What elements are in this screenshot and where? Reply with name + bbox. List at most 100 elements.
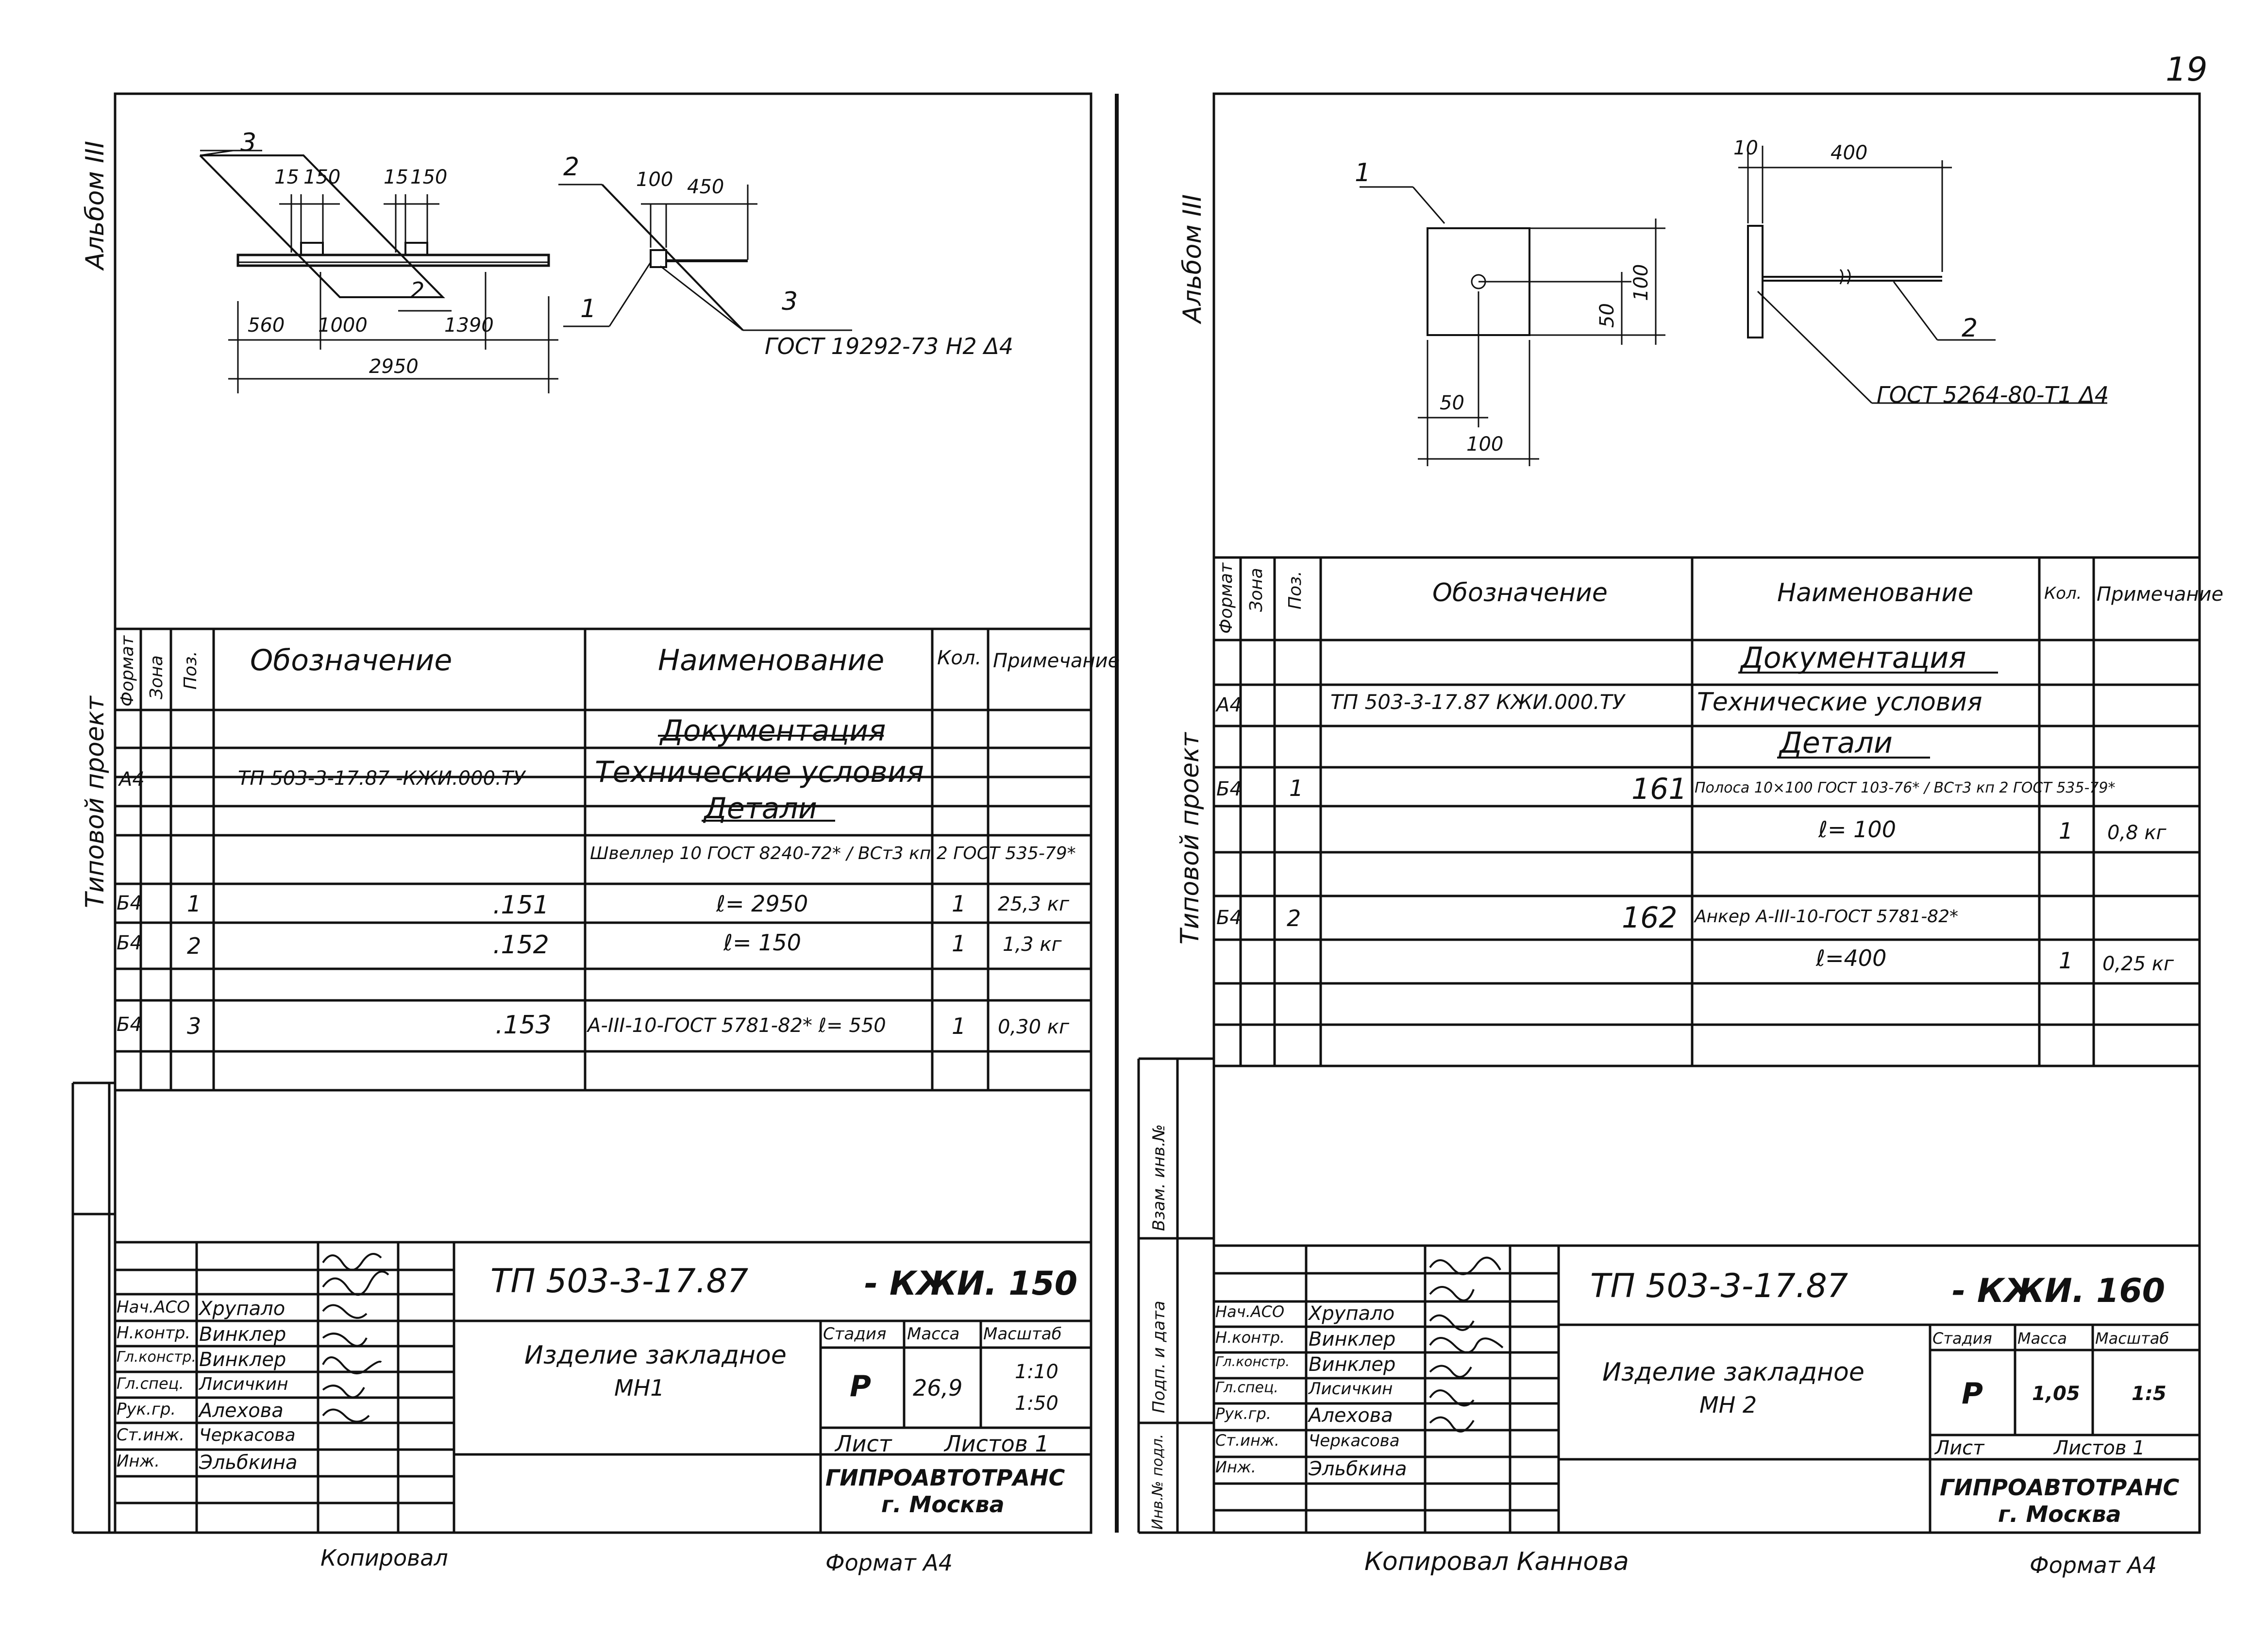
cell-note: 1,3 кг	[1003, 933, 1062, 956]
signer: Винклер	[1309, 1328, 1396, 1351]
signer: Лисичкин	[1309, 1379, 1393, 1399]
col-header-format: Формат	[1216, 562, 1236, 634]
pos-label: 2	[410, 277, 425, 304]
project-label: Типовой проект	[1176, 732, 1205, 945]
cell-pos: 1	[187, 891, 202, 917]
section-heading: Детали	[1780, 726, 1893, 760]
cell-pos: 3	[187, 1013, 202, 1039]
col-header-name: Наименование	[658, 643, 885, 677]
signer: Хрупало	[1309, 1302, 1395, 1325]
section-heading: Документация	[1741, 641, 1966, 675]
dim-label: 400	[1831, 142, 1868, 164]
col-header-zone: Зона	[1246, 568, 1266, 612]
organization: ГИПРОАВТОТРАНС	[1940, 1474, 2180, 1501]
mass-label: Масса	[907, 1324, 960, 1344]
role: Гл.констр.	[117, 1349, 197, 1366]
scale-label: Масштаб	[2095, 1329, 2169, 1348]
doc-title: Изделие закладное	[1602, 1358, 1865, 1387]
cell-note: 0,25 кг	[2102, 953, 2174, 975]
cell-note: 0,30 кг	[998, 1016, 1069, 1038]
col-header-pos: Поз.	[181, 651, 201, 690]
section-heading: Детали	[704, 792, 817, 826]
col-header-name: Наименование	[1777, 578, 1974, 608]
role: Нач.АСО	[117, 1298, 190, 1317]
role: Гл.спец.	[117, 1374, 184, 1393]
cell-name: Технические условия	[1697, 688, 1982, 717]
scale-label: Масштаб	[983, 1324, 1062, 1344]
pos-label: 1	[1355, 158, 1371, 187]
project-label: Типовой проект	[81, 696, 110, 908]
cell-name: А-III-10-ГОСТ 5781-82* ℓ= 550	[588, 1014, 886, 1037]
cell-name: ℓ=400	[1816, 945, 1887, 971]
dim-label: 100	[1630, 264, 1652, 301]
section-heading: Документация	[660, 714, 886, 748]
cell-pos: 2	[187, 933, 202, 959]
cell-designation: .153	[495, 1011, 552, 1040]
doc-title: Изделие закладное	[524, 1341, 787, 1370]
signer: Хрупало	[199, 1298, 286, 1320]
signer: Алехова	[199, 1400, 284, 1422]
pos-label: 3	[240, 128, 257, 157]
cell-qty: 1	[2059, 818, 2073, 844]
cell-format: А4	[1216, 694, 1242, 716]
cell-name: ℓ= 100	[1818, 816, 1896, 843]
role: Рук.гр.	[1215, 1404, 1272, 1423]
footer-copied: Копировал	[320, 1545, 448, 1571]
cell-format: Б4	[117, 892, 142, 914]
cell-name: Анкер А-III-10-ГОСТ 5781-82*	[1695, 907, 1958, 927]
stage-label: Стадия	[823, 1324, 887, 1344]
dim-label: 15	[384, 166, 408, 188]
dim-label: 100	[636, 169, 673, 191]
col-header-pos: Поз.	[1285, 571, 1305, 609]
col-header-qty: Кол.	[2044, 584, 2082, 603]
cell-format: Б4	[1216, 778, 1242, 800]
dim-label: 150	[303, 166, 341, 188]
role: Н.контр.	[1215, 1328, 1285, 1347]
album-label: Альбом III	[1178, 194, 1207, 323]
mass-value: 26,9	[913, 1375, 963, 1401]
cell-designation: ТП 503-3-17.87 КЖИ.000.ТУ	[1330, 690, 1625, 714]
col-header-note: Примечание	[993, 650, 1120, 672]
cell-name: Полоса 10×100 ГОСТ 103-76* / ВСт3 кп 2 Г…	[1695, 779, 2116, 796]
doc-subtitle: МН 2	[1699, 1392, 1757, 1418]
cell-note: 0,8 кг	[2107, 822, 2167, 844]
cell-qty: 1	[952, 1013, 966, 1039]
signer: Винклер	[199, 1323, 286, 1346]
cell-pos: 1	[1289, 775, 1304, 801]
role: Н.контр.	[117, 1323, 191, 1343]
signer: Черкасова	[199, 1425, 296, 1445]
stage-value: Р	[850, 1369, 871, 1403]
role: Гл.спец.	[1215, 1379, 1278, 1396]
sheet-label: Лист	[835, 1431, 892, 1457]
cell-format: Б4	[117, 1013, 142, 1036]
page-number: 19	[2166, 51, 2208, 89]
mass-label: Масса	[2017, 1329, 2067, 1348]
doc-code: ТП 503-3-17.87	[490, 1262, 749, 1300]
organization-city: г. Москва	[881, 1491, 1005, 1518]
signer: Черкасова	[1309, 1431, 1400, 1451]
dim-label: 100	[1466, 433, 1504, 456]
col-header-format: Формат	[118, 635, 137, 707]
side-label: Инв.№ подл.	[1149, 1434, 1166, 1530]
footer-format: Формат А4	[2030, 1552, 2157, 1578]
doc-mark: - КЖИ. 150	[864, 1265, 1078, 1303]
role: Нач.АСО	[1215, 1302, 1285, 1321]
pos-label: 3	[782, 287, 798, 316]
cell-qty: 1	[952, 891, 966, 917]
dim-label: 150	[410, 166, 448, 188]
cell-name: ℓ= 2950	[716, 891, 808, 917]
col-header-designation: Обозначение	[250, 643, 453, 677]
dim-label: 1000	[318, 314, 368, 337]
pos-label: 2	[1962, 314, 1978, 343]
role: Гл.констр.	[1215, 1353, 1290, 1369]
cell-designation: .151	[493, 891, 549, 920]
col-header-qty: Кол.	[937, 647, 982, 669]
side-label: Взам. инв.№	[1149, 1124, 1169, 1231]
cell-format: А4	[119, 768, 145, 791]
doc-code: ТП 503-3-17.87	[1590, 1267, 1848, 1305]
weld-note: ГОСТ 19292-73 Н2 Δ4	[765, 333, 1013, 359]
col-header-zone: Зона	[147, 655, 167, 699]
pos-label: 2	[563, 152, 580, 182]
side-label: Подп. и дата	[1149, 1300, 1169, 1413]
